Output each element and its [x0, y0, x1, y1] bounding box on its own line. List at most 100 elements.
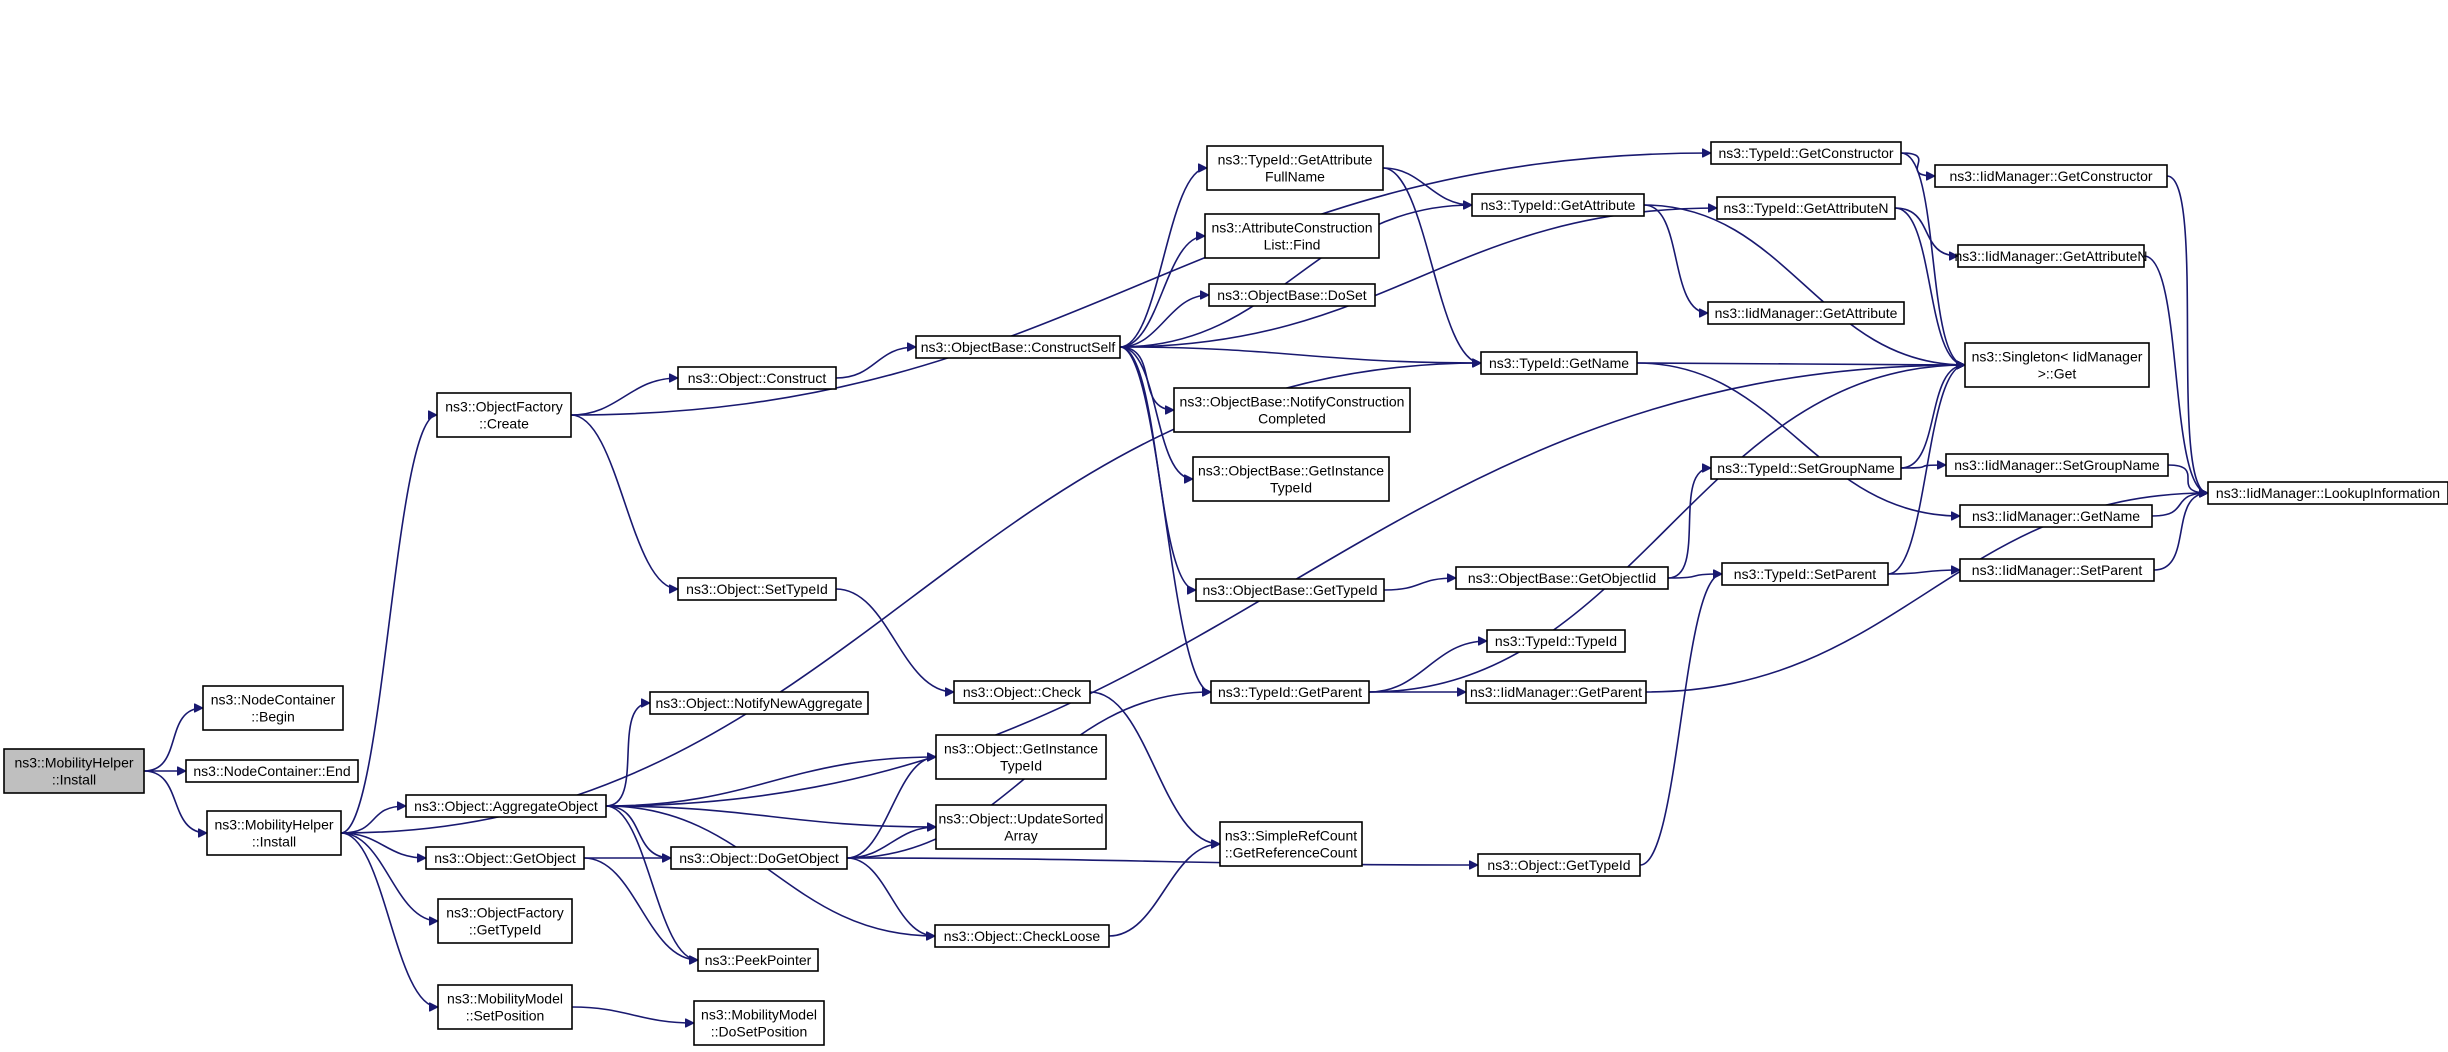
node-label: ns3::ObjectFactory	[445, 399, 563, 415]
node-ns3-objectbase-doset[interactable]: ns3::ObjectBase::DoSet	[1208, 283, 1376, 307]
node-ns3-typeid-setparent[interactable]: ns3::TypeId::SetParent	[1721, 562, 1889, 586]
node-ns3-object-settypeid[interactable]: ns3::Object::SetTypeId	[677, 577, 837, 601]
node-ns3-object-getobject[interactable]: ns3::Object::GetObject	[425, 846, 585, 870]
node-label: ns3::ObjectBase::GetTypeId	[1202, 582, 1377, 598]
edge-n5-to-n10	[570, 378, 678, 416]
node-ns3-iidmanager-getattributen[interactable]: ns3::IidManager::GetAttributeN	[1955, 244, 2148, 268]
node-ns3-iidmanager-getattribute[interactable]: ns3::IidManager::GetAttribute	[1707, 301, 1905, 325]
node-box	[935, 734, 1107, 780]
node-label: ns3::NodeContainer	[211, 692, 336, 708]
node-label: ::DoSetPosition	[711, 1024, 808, 1040]
node-ns3-nodecontainer-end[interactable]: ns3::NodeContainer::End	[185, 759, 359, 783]
node-ns3-objectbase-getobjectiid[interactable]: ns3::ObjectBase::GetObjectIid	[1455, 566, 1669, 590]
edge-n33-to-n46	[1645, 493, 2208, 693]
node-ns3-objectbase-notifyconstructioncompleted[interactable]: ns3::ObjectBase::NotifyConstructionCompl…	[1173, 387, 1411, 433]
node-ns3-object-construct[interactable]: ns3::Object::Construct	[677, 366, 837, 390]
node-ns3-iidmanager-setgroupname[interactable]: ns3::IidManager::SetGroupName	[1945, 453, 2169, 477]
node-label: ns3::MobilityHelper	[214, 817, 333, 833]
edge-n16-to-n25	[1119, 346, 1194, 479]
node-ns3-iidmanager-getname[interactable]: ns3::IidManager::GetName	[1959, 504, 2153, 528]
node-ns3-typeid-getparent[interactable]: ns3::TypeId::GetParent	[1210, 680, 1370, 704]
node-ns3-typeid-getattribute[interactable]: ns3::TypeId::GetAttribute	[1471, 193, 1645, 217]
node-label: ::GetTypeId	[469, 922, 541, 938]
node-box	[1707, 301, 1905, 325]
node-label: ns3::ObjectBase::NotifyConstruction	[1180, 394, 1405, 410]
node-ns3-mobilityhelper-install[interactable]: ns3::MobilityHelper::Install	[206, 810, 342, 856]
node-ns3-nodecontainer-begin[interactable]: ns3::NodeContainer::Begin	[202, 685, 344, 731]
node-ns3-iidmanager-getparent[interactable]: ns3::IidManager::GetParent	[1465, 680, 1647, 704]
node-ns3-objectbase-constructself[interactable]: ns3::ObjectBase::ConstructSelf	[915, 335, 1121, 359]
edge-n6-to-n12	[605, 703, 651, 807]
edge-n41-to-n46	[2143, 255, 2209, 493]
edge-n16-to-n29	[1119, 205, 1472, 348]
node-ns3-typeid-getname[interactable]: ns3::TypeId::GetName	[1480, 351, 1638, 375]
node-label: ns3::IidManager::SetParent	[1972, 562, 2143, 578]
node-ns3-objectfactory-gettypeid[interactable]: ns3::ObjectFactory::GetTypeId	[437, 898, 573, 944]
node-label: ns3::Object::SetTypeId	[686, 581, 828, 597]
node-box	[405, 794, 607, 818]
edge-n10-to-n16	[835, 347, 916, 379]
node-ns3-object-gettypeid[interactable]: ns3::Object::GetTypeId	[1477, 853, 1641, 877]
edge-n45-to-n46	[2153, 493, 2208, 571]
node-label: ns3::TypeId::GetConstructor	[1718, 145, 1893, 161]
node-box	[670, 846, 848, 870]
node-ns3-object-dogetobject[interactable]: ns3::Object::DoGetObject	[670, 846, 848, 870]
node-label: >::Get	[2038, 366, 2077, 382]
edge-n1-to-n4	[143, 770, 207, 833]
node-ns3-iidmanager-lookupinformation[interactable]: ns3::IidManager::LookupInformation	[2207, 481, 2448, 505]
edge-n4-to-n8	[340, 832, 438, 921]
node-ns3-mobilitymodel-setposition[interactable]: ns3::MobilityModel::SetPosition	[437, 984, 573, 1030]
node-label: ns3::TypeId::SetParent	[1734, 566, 1877, 582]
edge-n16-to-n22	[1119, 236, 1206, 348]
edge-n38-to-n42	[1900, 365, 1966, 469]
node-ns3-typeid-typeid[interactable]: ns3::TypeId::TypeId	[1486, 629, 1626, 653]
node-ns3-mobilityhelper-install[interactable]: ns3::MobilityHelper::Install	[3, 748, 145, 794]
node-ns3-mobilitymodel-dosetposition[interactable]: ns3::MobilityModel::DoSetPosition	[693, 1000, 825, 1046]
node-box	[1173, 387, 1411, 433]
edge-n26-to-n31	[1383, 578, 1456, 591]
node-ns3-simplerefcount-getreferencecount[interactable]: ns3::SimpleRefCount::GetReferenceCount	[1219, 821, 1363, 867]
node-box	[1204, 213, 1380, 259]
edge-n1-to-n2	[143, 708, 203, 772]
node-box	[934, 924, 1110, 948]
node-box	[1465, 680, 1647, 704]
edge-n39-to-n45	[1887, 570, 1960, 575]
node-ns3-typeid-setgroupname[interactable]: ns3::TypeId::SetGroupName	[1710, 456, 1902, 480]
edge-n39-to-n42	[1887, 365, 1966, 575]
edge-n20-to-n28	[1108, 844, 1220, 937]
node-ns3-iidmanager-setparent[interactable]: ns3::IidManager::SetParent	[1959, 558, 2155, 582]
node-box	[1957, 244, 2145, 268]
node-label: ns3::TypeId::SetGroupName	[1717, 460, 1895, 476]
node-label: List::Find	[1264, 237, 1321, 253]
edge-n43-to-n46	[2167, 464, 2208, 493]
edge-n11-to-n17	[835, 588, 954, 692]
edge-n40-to-n46	[2166, 175, 2209, 493]
node-ns3-typeid-getconstructor[interactable]: ns3::TypeId::GetConstructor	[1710, 141, 1902, 165]
edge-n21-to-n29	[1382, 167, 1472, 205]
node-ns3-object-notifynewaggregate[interactable]: ns3::Object::NotifyNewAggregate	[649, 691, 869, 715]
node-label: ns3::MobilityModel	[447, 991, 563, 1007]
node-ns3-iidmanager-getconstructor[interactable]: ns3::IidManager::GetConstructor	[1934, 164, 2168, 188]
node-ns3-singleton-iidmanager-get[interactable]: ns3::Singleton< IidManager>::Get	[1964, 342, 2150, 388]
node-ns3-typeid-getattributen[interactable]: ns3::TypeId::GetAttributeN	[1716, 196, 1896, 220]
node-label: ns3::IidManager::GetName	[1972, 508, 2140, 524]
node-label: ns3::MobilityModel	[701, 1007, 817, 1023]
node-ns3-object-checkloose[interactable]: ns3::Object::CheckLoose	[934, 924, 1110, 948]
node-ns3-object-aggregateobject[interactable]: ns3::Object::AggregateObject	[405, 794, 607, 818]
node-box	[1721, 562, 1889, 586]
edge-n27-to-n42	[1368, 365, 1965, 693]
edge-n30-to-n44	[1636, 362, 1960, 516]
node-label: TypeId	[1000, 758, 1042, 774]
node-ns3-objectfactory-create[interactable]: ns3::ObjectFactory::Create	[436, 392, 572, 438]
node-ns3-objectbase-gettypeid[interactable]: ns3::ObjectBase::GetTypeId	[1195, 578, 1385, 602]
node-label: ns3::Object::DoGetObject	[679, 850, 839, 866]
node-box	[437, 898, 573, 944]
node-ns3-object-check[interactable]: ns3::Object::Check	[953, 680, 1091, 704]
edge-n44-to-n46	[2151, 493, 2208, 517]
node-ns3-peekpointer[interactable]: ns3::PeekPointer	[697, 948, 819, 972]
